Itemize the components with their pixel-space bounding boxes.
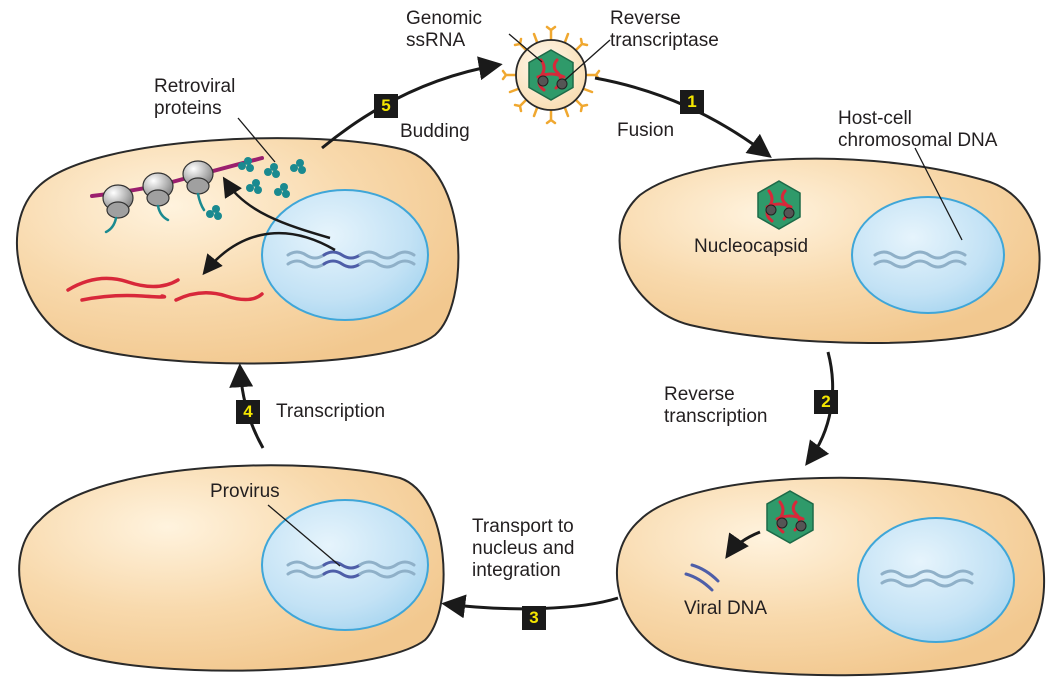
label-viral-dna: Viral DNA	[684, 598, 768, 619]
step-5-label: Budding	[400, 121, 470, 142]
step-1-badge: 1	[680, 90, 704, 114]
nucleus	[857, 517, 1015, 643]
cell-reverse-transcription	[616, 476, 1045, 677]
viral-dna-strands	[684, 563, 720, 592]
provirus-dna	[286, 250, 416, 269]
label-nucleocapsid: Nucleocapsid	[694, 236, 809, 257]
host-cell-dna	[873, 250, 967, 269]
viral-rna-strands	[66, 276, 264, 302]
virus-particle	[501, 25, 601, 125]
arrow-step-5	[321, 56, 503, 150]
nucleocapsid-icon	[766, 490, 814, 544]
host-cell-dna	[880, 569, 974, 588]
nucleus	[261, 499, 429, 631]
step-4-label: Transcription	[276, 401, 386, 422]
arrow-release	[725, 530, 761, 559]
step-2-badge: 2	[814, 390, 838, 414]
nucleocapsid-icon	[757, 180, 801, 230]
cell-provirus	[18, 464, 445, 672]
step-3-badge: 3	[522, 606, 546, 630]
retroviral-protein-icons	[206, 157, 306, 220]
step-1-label: Fusion	[617, 120, 675, 141]
provirus-dna	[286, 560, 416, 579]
cell-expression	[16, 117, 460, 365]
cell-fusion	[618, 147, 1041, 344]
nascent-peptides	[104, 192, 206, 234]
ribosomes	[102, 160, 214, 219]
step-4-badge: 4	[236, 400, 260, 424]
label-provirus: Provirus	[210, 481, 280, 502]
arrow-to-cytoplasm-rna	[202, 231, 336, 276]
step-5-badge: 5	[374, 94, 398, 118]
arrow-to-polysome	[222, 176, 331, 240]
nucleus	[261, 189, 429, 321]
